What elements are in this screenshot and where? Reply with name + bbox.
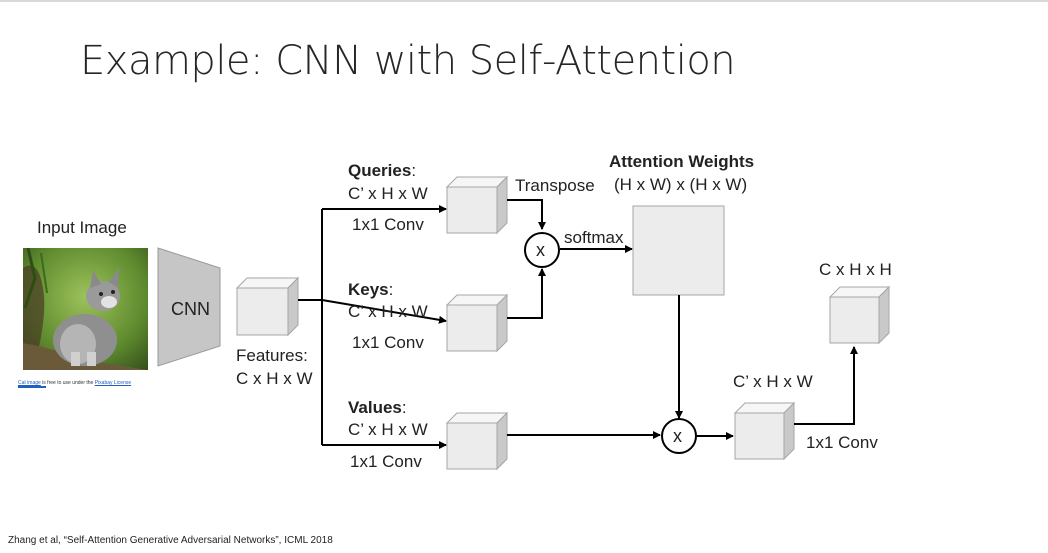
features-label: Features: <box>236 346 308 365</box>
keys-label: Keys <box>348 280 389 299</box>
cnn-label: CNN <box>171 299 210 319</box>
keys-box <box>445 293 509 353</box>
citation: Zhang et al, “Self-Attention Generative … <box>8 535 333 546</box>
cat-image-link[interactable]: Cat image <box>18 380 41 386</box>
cat-credit: Cat image is free to use under the Pixab… <box>18 380 131 386</box>
keys-colon: : <box>388 280 394 299</box>
final-output-box <box>828 285 891 345</box>
values-box <box>445 411 509 471</box>
queries-conv: 1x1 Conv <box>352 215 424 234</box>
queries-heading: Queries: <box>348 161 416 181</box>
qk-arrows <box>507 199 633 319</box>
cat-photo-icon <box>23 248 148 370</box>
features-box <box>235 276 300 337</box>
attention-weights-matrix <box>632 205 725 296</box>
keys-dims: C’ x H x W <box>348 302 428 321</box>
softmax-label: softmax <box>564 228 624 247</box>
features-dims: C x H x W <box>236 369 313 388</box>
weighted-output-box <box>733 401 796 461</box>
input-cat-image <box>23 248 148 370</box>
queries-colon: : <box>411 161 417 180</box>
values-colon: : <box>401 398 407 417</box>
queries-box <box>445 175 509 235</box>
values-label: Values <box>348 398 402 417</box>
queries-dims: C’ x H x W <box>348 184 428 203</box>
multiply-qk-symbol: x <box>536 240 545 260</box>
credit-underline <box>18 386 46 388</box>
final-conv-label: 1x1 Conv <box>806 433 878 452</box>
attention-weights-dims: (H x W) x (H x W) <box>614 175 748 194</box>
transpose-label: Transpose <box>515 176 595 195</box>
cat-credit-text: is free to use under the <box>40 380 95 386</box>
values-conv: 1x1 Conv <box>350 452 422 471</box>
input-image-label: Input Image <box>37 218 127 237</box>
branch-lines <box>298 205 447 449</box>
queries-label: Queries <box>348 161 412 180</box>
keys-conv: 1x1 Conv <box>352 333 424 352</box>
keys-heading: Keys: <box>348 280 393 300</box>
slide-title: Example: CNN with Self-Attention <box>80 38 736 84</box>
weighted-output-dims: C’ x H x W <box>733 372 813 391</box>
pixabay-license-link[interactable]: Pixabay License <box>94 380 132 386</box>
values-dims: C’ x H x W <box>348 420 428 439</box>
multiply-node-qk <box>524 232 560 268</box>
values-heading: Values: <box>348 398 407 418</box>
top-border <box>0 0 1048 2</box>
multiply-av-symbol: x <box>673 426 682 446</box>
attention-weights-label: Attention Weights <box>609 152 755 171</box>
output-dims: C x H x H <box>819 260 892 279</box>
cnn-block <box>157 247 221 367</box>
final-conv-arrow <box>794 346 858 425</box>
